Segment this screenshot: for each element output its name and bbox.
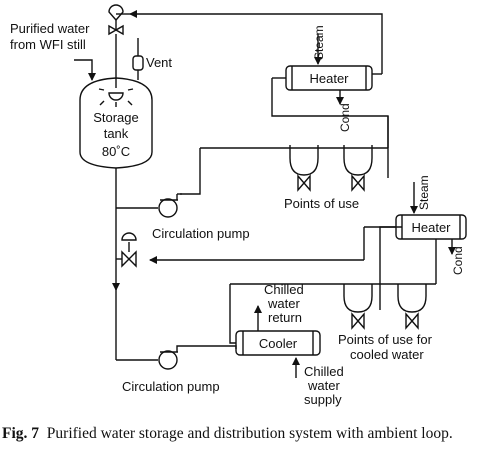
pou-cooled-loop-2 [397,284,427,313]
tank-label-3: 80˚C [102,144,130,159]
cond2-label: Cond [451,246,465,275]
side-control-valve-icon [121,250,137,268]
pou-cooled-label-1: Points of use for [338,332,433,347]
pump2-label: Circulation pump [122,379,220,394]
pump1-label: Circulation pump [152,226,250,241]
chilled-supply-label-1: Chilled [304,364,344,379]
chilled-supply-label-2: water [307,378,340,393]
pump2-icon [158,350,178,370]
figure-caption: Fig. 7 Purified water storage and distri… [2,424,479,443]
pou-cooled-valve-2-icon [405,312,419,330]
chilled-return-label-3: return [268,310,302,325]
pou-valve-2-icon [351,174,365,192]
top-control-valve-icon [108,24,124,36]
heater1-label: Heater [309,71,349,86]
heater1-to-pou [271,78,389,178]
chilled-return-label-1: Chilled [264,282,304,297]
spray-ball-icon [108,92,124,101]
pou-valve-1-icon [297,174,311,192]
pou-cooled-valve-1-icon [351,312,365,330]
caption-number: Fig. 7 [2,425,40,442]
chilled-supply-label-3: supply [304,392,342,407]
pump1-icon [158,198,178,218]
tank-label-2: tank [104,126,129,141]
steam2-label: Steam [417,175,431,210]
spray-rays [98,88,134,107]
storage-tank [79,77,153,169]
vent-filter [132,55,144,71]
cooler-label: Cooler [259,336,298,351]
inlet-pipe [74,59,96,81]
cond1-label: Cond [338,103,352,132]
vent-label: Vent [146,55,172,70]
source-label-1: Purified water [10,21,90,36]
source-label-2: from WFI still [10,37,86,52]
return-line [129,10,383,74]
points-of-use-label: Points of use [284,196,359,211]
heater2-label: Heater [411,220,451,235]
tank-label-1: Storage [93,110,139,125]
pou-loop-1 [289,145,319,176]
flow-diagram: Purified water from WFI still Vent Stora… [10,4,467,407]
pou-loop-2 [343,145,373,176]
caption-text: Purified water storage and distribution … [46,425,453,442]
steam1-label: Steam [312,25,326,60]
chilled-return-label-2: water [267,296,300,311]
pou-cooled-loop-1 [343,284,373,313]
pou-cooled-label-2: cooled water [350,347,424,362]
